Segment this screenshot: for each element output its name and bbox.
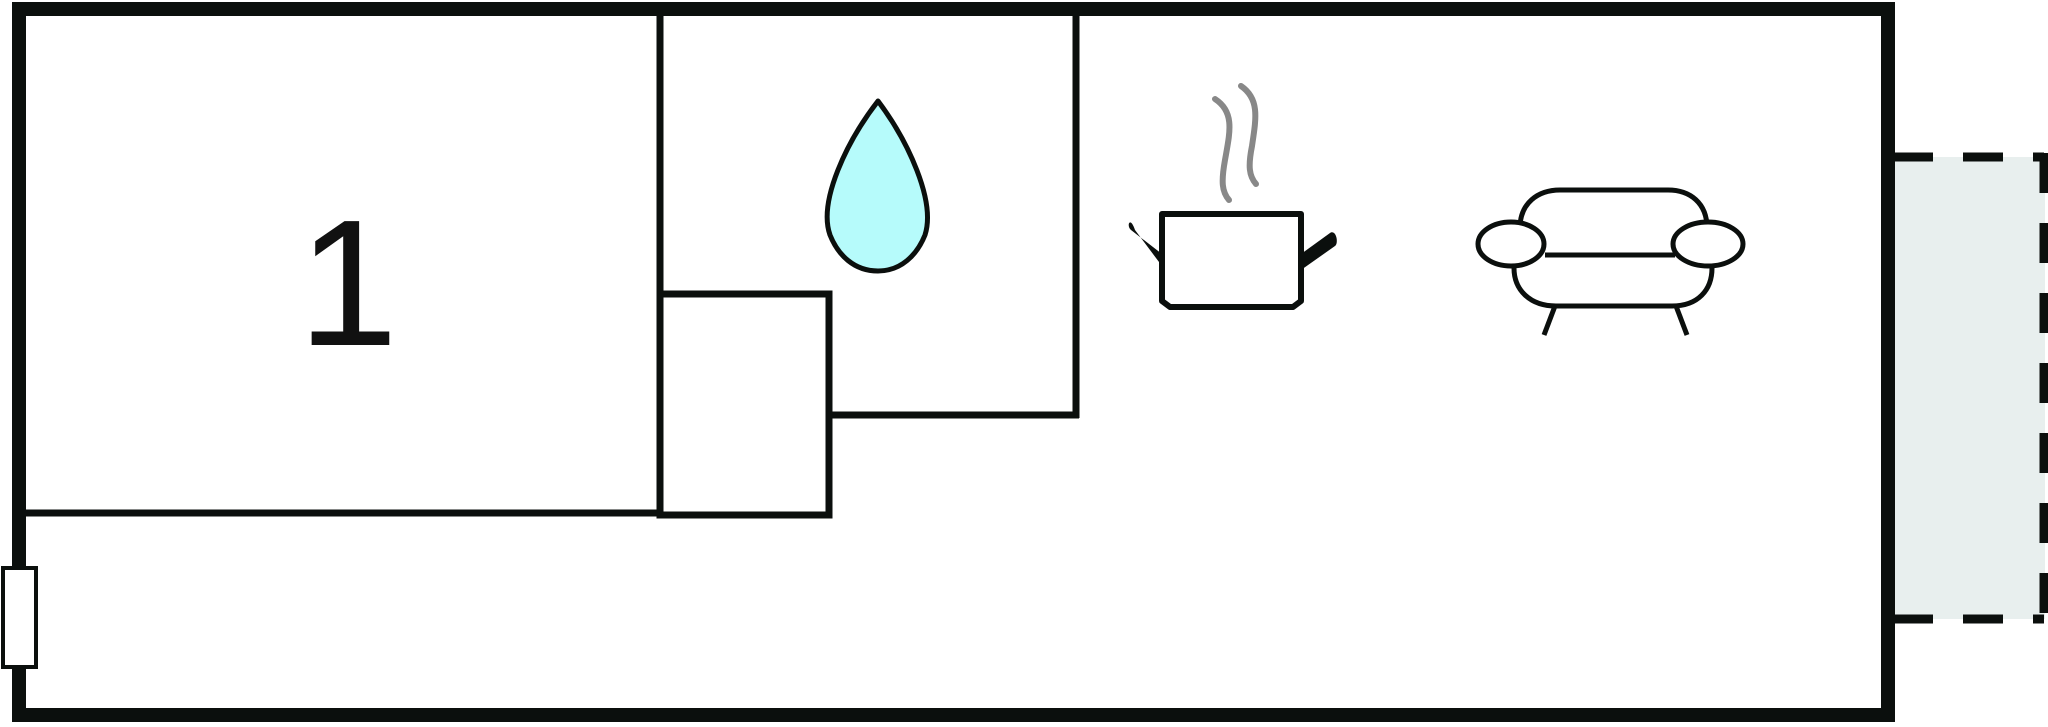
closet xyxy=(656,290,833,519)
room-number-label: 1 xyxy=(298,183,398,384)
water-drop-icon xyxy=(824,98,930,274)
balcony xyxy=(1893,152,2048,624)
entrance-door xyxy=(1,566,38,669)
outer-wall xyxy=(12,2,1895,722)
cooking-pot-icon xyxy=(1128,83,1337,310)
room-1: 1 xyxy=(19,9,664,517)
sofa-icon xyxy=(1475,187,1746,336)
bathroom xyxy=(826,9,1080,419)
